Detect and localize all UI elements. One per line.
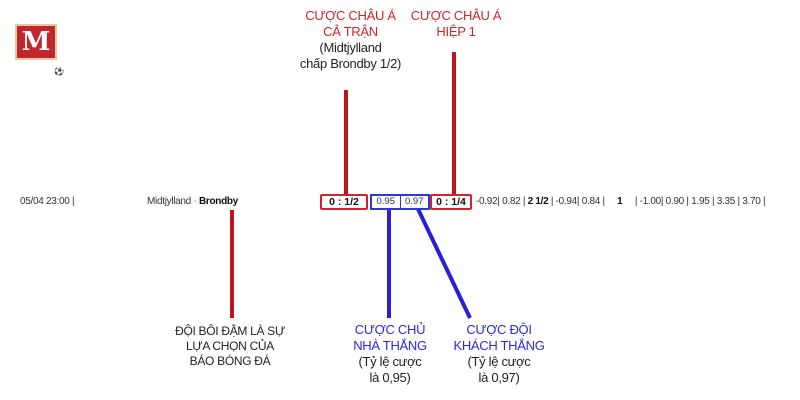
ou-half-under[interactable]: 0.90 — [665, 196, 685, 207]
pointer-line-bold-team — [230, 210, 234, 318]
pointer-line-home-win — [387, 210, 391, 318]
annotation-note: là 0,95) — [369, 370, 411, 385]
match-datetime: 05/04 23:00 | — [20, 196, 75, 207]
pointer-line-half-ah — [452, 52, 456, 194]
annotation-note: là 0,97) — [478, 370, 520, 385]
ou-full-over[interactable]: -0.94 — [555, 196, 578, 207]
annotation-title: NHÀ THẮNG — [353, 338, 427, 353]
home-team: Midtjylland — [147, 196, 191, 207]
logo: M — [15, 24, 57, 60]
ou-full-under[interactable]: 0.84 — [581, 196, 601, 207]
asian-handicap-half-box[interactable]: 0 : 1/4 — [430, 194, 472, 210]
annotation-home-win: CƯỢC CHỦ NHÀ THẮNG (Tỷ lệ cược là 0,95) — [345, 322, 435, 386]
annotation-title: CƯỢC CHỦ — [354, 322, 426, 337]
annotation-text: LỰA CHỌN CỦA — [186, 339, 274, 353]
annotation-note: (Tỷ lệ cược — [358, 354, 422, 369]
annotation-text: ĐỘI BÔI ĐẬM LÀ SỰ — [175, 324, 285, 338]
annotation-title: CƯỢC CHÂU Á — [410, 8, 502, 23]
home-away-odds-box: 0.95 0.97 — [370, 194, 430, 210]
match-teams[interactable]: Midtjylland - Brondby — [147, 196, 238, 207]
home-odds[interactable]: 0.95 — [376, 196, 396, 207]
soccer-ball-icon: ⚽ — [54, 67, 64, 76]
annotation-note: (Midtjylland — [319, 40, 382, 55]
euro-away[interactable]: 3.70 — [742, 196, 761, 207]
annotation-title: CƯỢC ĐỘI — [466, 322, 532, 337]
annotation-title: CƯỢC CHÂU Á — [305, 8, 396, 23]
ou-half-over[interactable]: -1.00 — [639, 196, 662, 207]
half-odds-home[interactable]: -0.92 — [476, 196, 498, 207]
away-odds[interactable]: 0.97 — [399, 196, 429, 208]
annotation-half-ah: CƯỢC CHÂU Á HIỆP 1 — [406, 8, 506, 40]
odds-rest: -0.92| 0.82 | 2 1/2 | -0.94| 0.84 | 1 | … — [476, 196, 766, 207]
annotation-text: BÁO BÓNG ĐÁ — [189, 354, 271, 368]
away-team: Brondby — [198, 196, 238, 207]
pointer-line-full-ah — [344, 90, 348, 194]
annotation-title: KHÁCH THẮNG — [453, 338, 545, 353]
annotation-bold-team: ĐỘI BÔI ĐẬM LÀ SỰ LỰA CHỌN CỦA BÁO BÓNG … — [160, 324, 300, 369]
euro-draw[interactable]: 3.35 — [716, 196, 736, 207]
over-under-full: 2 1/2 — [527, 196, 549, 207]
annotation-full-match-ah: CƯỢC CHÂU Á CẢ TRẬN (Midtjylland chấp Br… — [288, 8, 413, 72]
over-under-half: 1 — [617, 196, 623, 207]
euro-home[interactable]: 1.95 — [691, 196, 710, 207]
annotation-note: (Tỷ lệ cược — [467, 354, 531, 369]
half-odds-away[interactable]: 0.82 — [502, 196, 521, 207]
annotation-note: chấp Brondby 1/2) — [299, 56, 402, 71]
annotation-away-win: CƯỢC ĐỘI KHÁCH THẮNG (Tỷ lệ cược là 0,97… — [444, 322, 554, 386]
asian-handicap-full-box[interactable]: 0 : 1/2 — [320, 194, 368, 210]
annotation-title: CẢ TRẬN — [323, 24, 378, 39]
annotation-title: HIỆP 1 — [436, 24, 476, 39]
